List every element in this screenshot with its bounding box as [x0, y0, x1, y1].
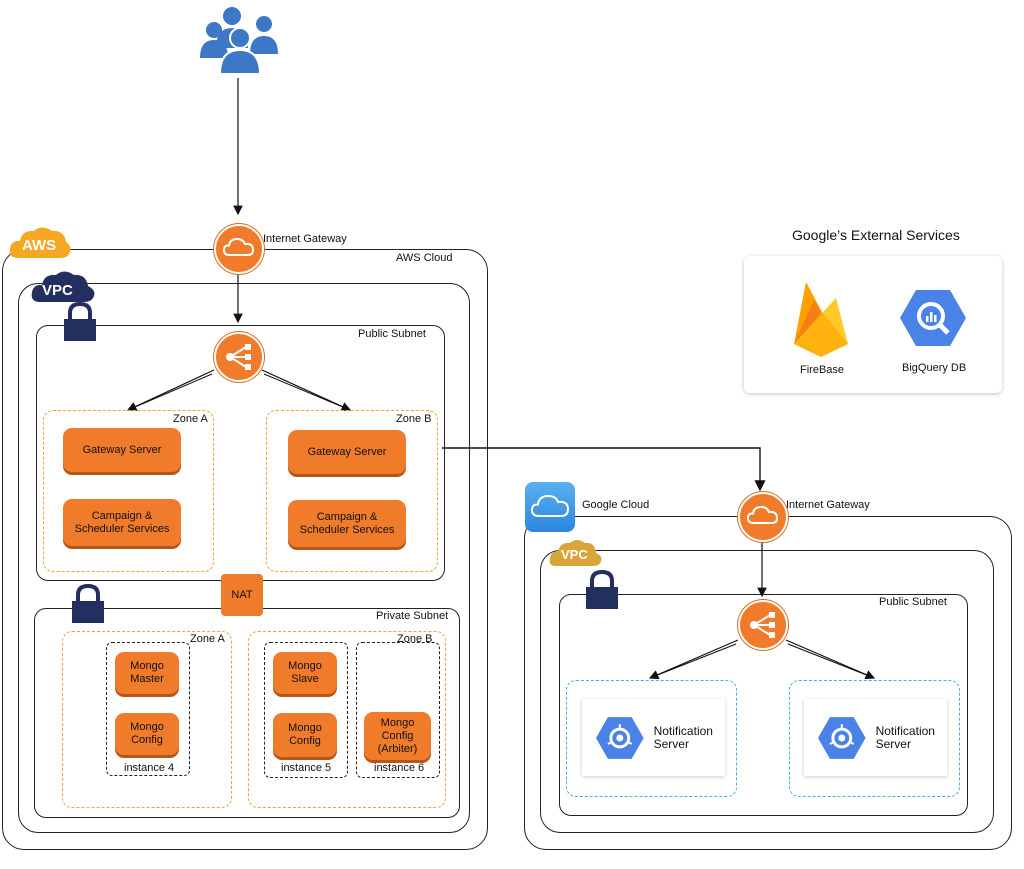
mongo-config-arbiter: Mongo Config (Arbiter)	[364, 712, 431, 760]
notification-server-left-label: Notification Server	[653, 723, 713, 751]
lock-icon	[72, 584, 104, 623]
aws-private-zone-a-label: Zone A	[190, 633, 225, 645]
lock-icon	[64, 302, 96, 341]
campaign-scheduler-zone-a: Campaign & Scheduler Services	[63, 499, 181, 546]
gcp-public-subnet-label: Public Subnet	[879, 596, 947, 608]
gcp-zone-right	[789, 680, 960, 797]
gateway-server-zone-a: Gateway Server	[63, 428, 181, 472]
aws-public-subnet-label: Public Subnet	[358, 328, 426, 340]
gcp-internet-gateway	[738, 492, 788, 542]
gcp-public-subnet	[559, 594, 968, 816]
compute-engine-icon	[596, 716, 644, 759]
gcp-vpc-badge	[549, 540, 602, 566]
gcp-zone-left	[566, 680, 737, 797]
aws-public-zone-a-label: Zone A	[173, 413, 208, 425]
aws-private-subnet-label: Private Subnet	[376, 610, 449, 622]
google-cloud-badge	[525, 482, 575, 532]
load-balancer-icon	[750, 612, 775, 638]
mongo-slave: Mongo Slave	[273, 652, 337, 694]
firebase-label: FireBase	[800, 364, 845, 376]
aws-cloud-badge	[9, 227, 71, 258]
bigquery-label: BigQuery DB	[902, 362, 967, 374]
aws-vpc-text: VPC	[42, 282, 73, 299]
users-icon	[200, 7, 278, 75]
arrow-aws-to-gcp	[442, 447, 766, 492]
mongo-master: Mongo Master	[115, 652, 179, 694]
instance-5-box	[264, 642, 348, 778]
aws-vpc-boundary	[18, 283, 470, 833]
cloud-icon	[746, 505, 779, 524]
instance-6-box	[356, 642, 440, 778]
aws-public-zone-a	[43, 410, 214, 572]
google-external-title: Google’s External Services	[792, 227, 960, 243]
lock-icon	[586, 570, 618, 609]
aws-internet-gateway-label: Internet Gateway	[263, 233, 347, 245]
aws-badge-text: AWS	[22, 237, 57, 254]
aws-public-zone-b-label: Zone B	[396, 413, 432, 425]
load-balancer-icon	[226, 344, 251, 370]
firebase-icon	[794, 282, 848, 357]
gcp-load-balancer	[738, 600, 788, 650]
instance-5-label: instance 5	[281, 762, 332, 774]
aws-cloud-label: AWS Cloud	[396, 252, 453, 264]
google-cloud-label: Google Cloud	[582, 499, 650, 511]
gateway-server-zone-b: Gateway Server	[288, 430, 406, 474]
aws-vpc-badge	[31, 271, 95, 302]
gcp-internet-gateway-label: Internet Gateway	[786, 499, 870, 511]
nat-box: NAT	[221, 574, 263, 616]
compute-engine-icon	[818, 716, 866, 759]
aws-internet-gateway	[214, 224, 264, 274]
cloud-icon	[222, 237, 255, 256]
instance-4-box	[106, 642, 190, 776]
gcp-vpc-text: VPC	[561, 547, 588, 562]
campaign-scheduler-zone-b: Campaign & Scheduler Services	[288, 500, 406, 547]
instance-6-label: instance 6	[374, 762, 425, 774]
aws-private-zone-a	[62, 631, 232, 808]
notification-server-left: Notification Server	[582, 699, 725, 776]
aws-public-zone-b	[266, 410, 438, 572]
notification-server-right-label: Notification Server	[875, 723, 935, 751]
instance-4-label: instance 4	[124, 762, 175, 774]
mongo-config-instance-4: Mongo Config	[115, 713, 179, 755]
aws-load-balancer	[214, 332, 264, 382]
cloud-icon	[530, 494, 570, 517]
notification-server-right: Notification Server	[804, 699, 947, 776]
gcp-vpc-boundary	[540, 550, 994, 833]
mongo-config-instance-5: Mongo Config	[273, 713, 337, 757]
bigquery-icon	[900, 290, 966, 346]
aws-private-zone-b	[248, 631, 446, 808]
